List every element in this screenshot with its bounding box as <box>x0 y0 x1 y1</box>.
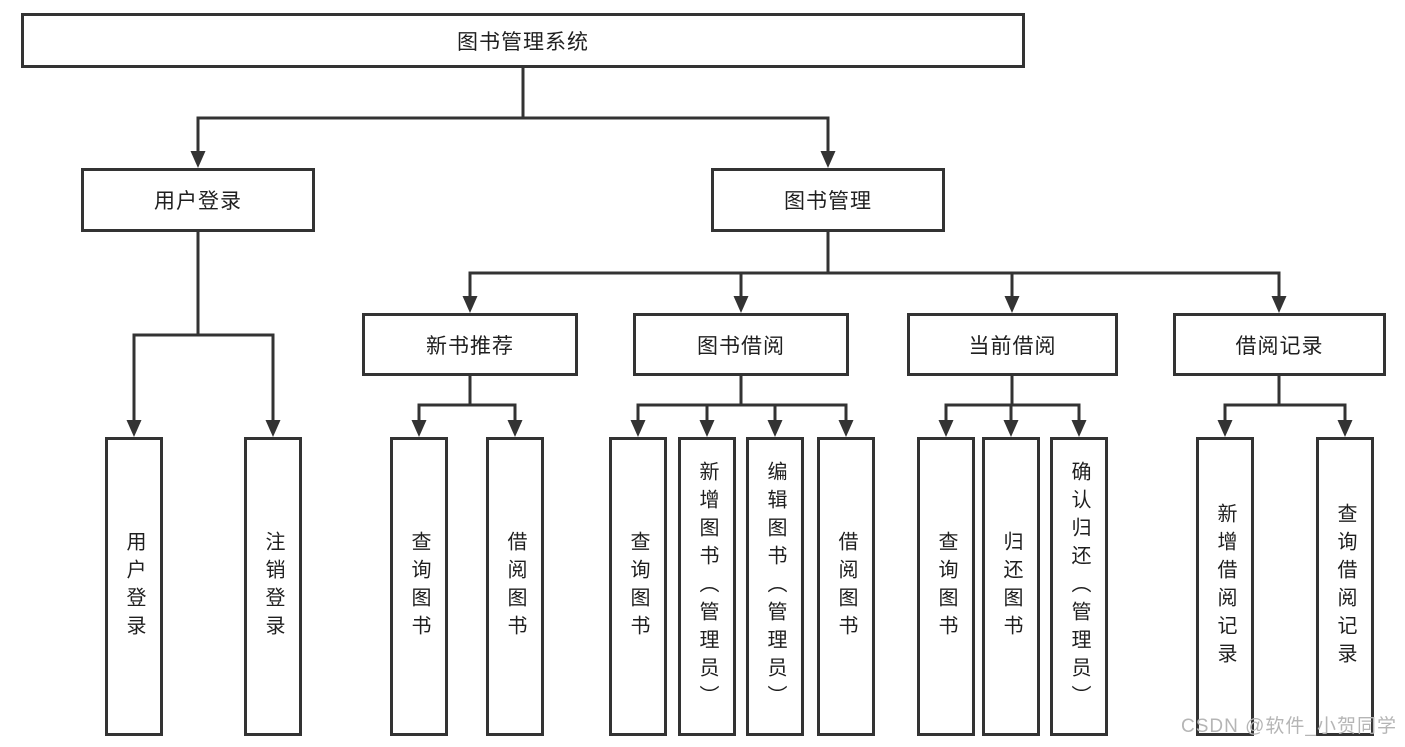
leaf-confirm-return-admin: 确认归还（管理员） <box>1050 437 1108 736</box>
leaf-query-borrow-record: 查询借阅记录 <box>1316 437 1374 736</box>
node-label: 借阅记录 <box>1235 334 1324 358</box>
leaf-label: 查询图书 <box>627 530 649 643</box>
leaf-edit-books-admin: 编辑图书（管理员） <box>746 437 804 736</box>
leaf-label: 确认归还（管理员） <box>1068 460 1090 713</box>
leaf-label: 用户登录 <box>123 530 145 643</box>
leaf-logout: 注销登录 <box>244 437 302 736</box>
leaf-label: 查询图书 <box>408 530 430 643</box>
leaf-label: 归还图书 <box>1000 530 1022 643</box>
leaf-label: 注销登录 <box>262 530 284 643</box>
node-label: 图书管理 <box>784 190 872 213</box>
csdn-watermark: CSDN @软件_小贺同学 <box>1181 716 1397 737</box>
node-label: 新书推荐 <box>426 334 514 358</box>
leaf-borrow-books-2: 借阅图书 <box>817 437 875 736</box>
node-book-borrow: 图书借阅 <box>633 313 849 376</box>
node-new-book-recommend: 新书推荐 <box>362 313 578 376</box>
node-user-login: 用户登录 <box>81 168 315 232</box>
leaf-query-books-3: 查询图书 <box>917 437 975 736</box>
node-label: 图书管理系统 <box>457 30 589 54</box>
leaf-return-books: 归还图书 <box>982 437 1040 736</box>
leaf-label: 借阅图书 <box>835 530 857 643</box>
node-label: 用户登录 <box>154 190 242 213</box>
leaf-label: 查询图书 <box>935 530 957 643</box>
leaf-add-borrow-record: 新增借阅记录 <box>1196 437 1254 736</box>
node-label: 图书借阅 <box>697 334 785 358</box>
node-borrow-records: 借阅记录 <box>1173 313 1386 376</box>
leaf-user-login: 用户登录 <box>105 437 163 736</box>
leaf-label: 新增借阅记录 <box>1214 502 1236 671</box>
leaf-label: 新增图书（管理员） <box>696 460 718 713</box>
leaf-borrow-books-1: 借阅图书 <box>486 437 544 736</box>
leaf-query-books-2: 查询图书 <box>609 437 667 736</box>
leaf-add-books-admin: 新增图书（管理员） <box>678 437 736 736</box>
leaf-label: 借阅图书 <box>504 530 526 643</box>
node-current-borrow: 当前借阅 <box>907 313 1118 376</box>
leaf-label: 编辑图书（管理员） <box>764 460 786 713</box>
leaf-query-books-1: 查询图书 <box>390 437 448 736</box>
node-label: 当前借阅 <box>968 334 1057 358</box>
node-library-management-system: 图书管理系统 <box>21 13 1025 68</box>
leaf-label: 查询借阅记录 <box>1334 502 1356 671</box>
node-book-management: 图书管理 <box>711 168 945 232</box>
